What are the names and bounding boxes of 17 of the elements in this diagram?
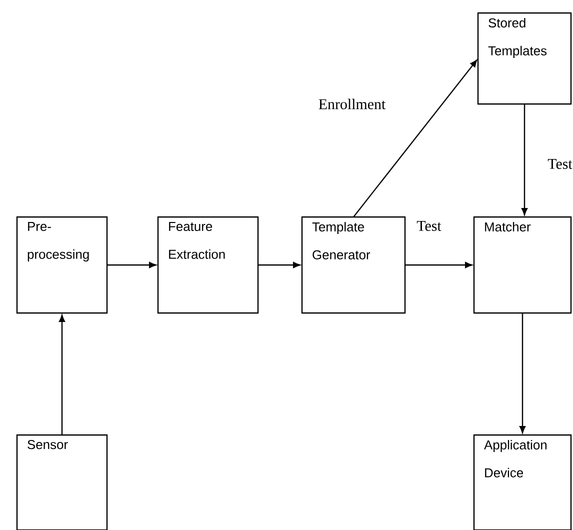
process-box: Pre- processing bbox=[16, 216, 108, 314]
process-box: Application Device bbox=[473, 434, 572, 530]
process-box: Stored Templates bbox=[477, 12, 572, 105]
process-box: Sensor bbox=[16, 434, 108, 530]
arrow bbox=[58, 314, 66, 435]
edge-label: Test bbox=[416, 220, 442, 232]
arrow bbox=[353, 60, 478, 218]
arrow bbox=[519, 313, 526, 434]
edge-label: Test bbox=[546, 158, 573, 170]
arrow bbox=[405, 262, 472, 268]
edge-label: Enrollment bbox=[317, 98, 387, 110]
arrow bbox=[258, 262, 300, 268]
process-box: Matcher bbox=[473, 216, 572, 314]
arrow bbox=[521, 104, 528, 216]
process-box: Feature Extraction bbox=[157, 216, 259, 314]
process-box: Template Generator bbox=[301, 216, 406, 314]
arrow bbox=[107, 262, 156, 268]
